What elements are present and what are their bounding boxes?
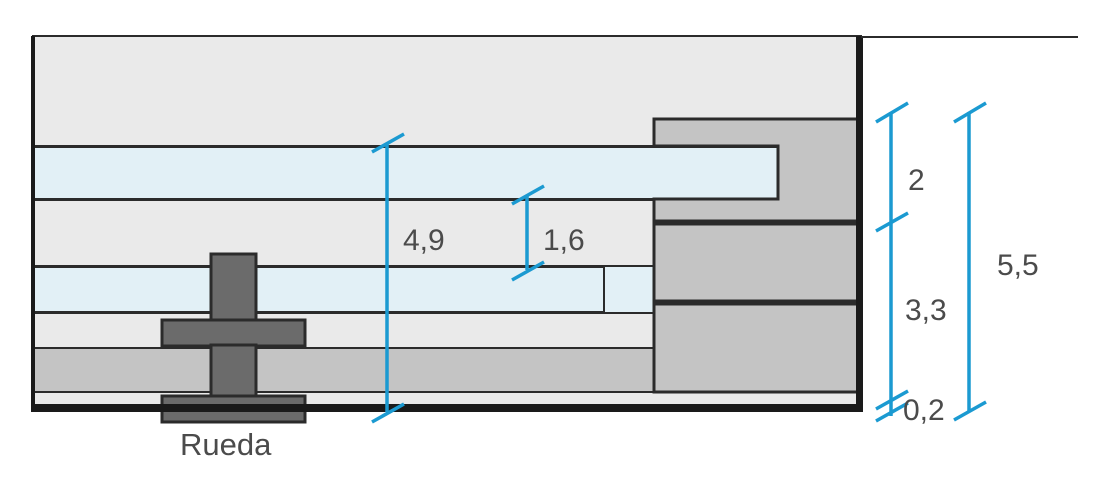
wheel-flange-upper <box>160 318 307 348</box>
dimension-5-5: 5,5 <box>953 101 1039 422</box>
block-right-middle <box>652 222 861 303</box>
dim-5-5-tick-top <box>953 101 987 124</box>
frame-right-edge <box>856 36 863 412</box>
wheel-shaft-lower <box>209 343 258 399</box>
rueda-label: Rueda <box>180 427 272 462</box>
dim-5-5-value: 5,5 <box>997 249 1039 282</box>
water-bands <box>33 146 779 313</box>
dimension-4-9: 4,9 <box>371 132 445 424</box>
water-band-upper <box>33 146 779 200</box>
water-band-lower <box>33 266 605 313</box>
dim-4-9-tick-top <box>371 132 405 154</box>
dim-0-2-value: 0,2 <box>903 394 945 427</box>
dim-3-3-value: 3,3 <box>905 294 947 327</box>
dim-1-6-value: 1,6 <box>543 224 585 257</box>
dim-4-9-tick-bottom <box>371 402 405 424</box>
dim-1-6-tick-bottom <box>511 260 545 282</box>
dim-2-value: 2 <box>908 164 925 197</box>
block-right-lower <box>652 302 861 394</box>
dim-3-3-tick-bottom <box>875 389 909 411</box>
frame-left-edge <box>31 36 35 412</box>
dim-0-2-tick-bottom <box>875 401 909 423</box>
dim-4-9-value: 4,9 <box>403 224 445 257</box>
wheel-shaft-upper <box>209 252 258 325</box>
frame-edges <box>31 36 1078 412</box>
dim-2-tick-top <box>875 101 909 124</box>
dimension-inner-right: 2 3,3 0,2 <box>875 101 947 427</box>
dim-2-tick-bottom <box>875 211 909 233</box>
layer-bottom-gray <box>32 391 862 406</box>
dim-1-6-tick-top <box>511 184 545 206</box>
dim-5-5-tick-bottom <box>953 400 987 422</box>
dimension-1-6: 1,6 <box>511 184 585 282</box>
frame-bottom-edge <box>31 404 863 412</box>
